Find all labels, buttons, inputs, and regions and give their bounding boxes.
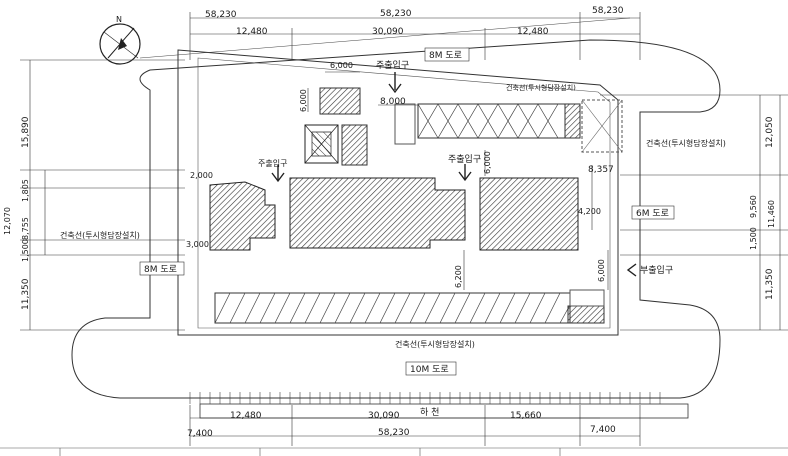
label-sub-entrance: 부출입구 xyxy=(640,264,673,276)
dim-top-total-center: 58,230 xyxy=(380,9,412,19)
road-label-right: 6M 도로 xyxy=(636,209,669,219)
dim-top-total-left: 58,230 xyxy=(205,10,237,20)
dim-inner-6000-right: 6,000 xyxy=(597,259,606,282)
river-band xyxy=(199,403,689,419)
dim-left-15890: 15,890 xyxy=(21,116,31,148)
dim-top-seg-mid: 30,090 xyxy=(372,27,404,37)
dim-right-1500: 1,500 xyxy=(749,227,758,250)
stair-core-pattern xyxy=(304,124,339,164)
site-inner-line xyxy=(197,57,611,329)
dim-bottom-total: 58,230 xyxy=(378,428,410,438)
dim-top-seg-left: 12,480 xyxy=(236,27,268,37)
entrance-arrow-left xyxy=(271,165,285,183)
svg-text:N: N xyxy=(116,15,122,24)
dim-left-11350: 11,350 xyxy=(21,278,31,310)
dim-left-12070: 12,070 xyxy=(3,207,12,235)
bottom-parking-row xyxy=(214,289,605,324)
dim-inner-3000: 3,000 xyxy=(186,240,209,249)
stair-core xyxy=(304,124,339,164)
dim-inner-4200: 4,200 xyxy=(578,207,601,216)
label-main-entrance-left: 주출입구 xyxy=(258,158,287,168)
elevator-core xyxy=(341,124,368,166)
north-leader-line xyxy=(139,17,631,59)
river-ticks xyxy=(189,392,661,404)
entrance-arrow-mid xyxy=(458,164,472,182)
dim-inner-6000-small: 6,000 xyxy=(483,151,492,174)
label-main-entrance-top: 주출입구 xyxy=(376,59,409,71)
main-building xyxy=(209,177,579,251)
site-boundary xyxy=(177,49,619,336)
label-setback-top: 건축선(투시형담장설치) xyxy=(506,83,576,92)
dim-right-9560: 9,560 xyxy=(749,195,758,218)
dim-left-8755: 8,755 xyxy=(21,217,30,240)
right-dimension-lines xyxy=(600,94,788,331)
road-label-left: 8M 도로 xyxy=(144,265,177,275)
dim-bottom-seg-right: 15,660 xyxy=(510,411,542,421)
label-setback-bottom: 건축선(투시형담장설치) xyxy=(395,339,475,349)
dim-top-seg-right: 12,480 xyxy=(517,27,549,37)
dim-top-total-right: 58,230 xyxy=(592,6,624,16)
river-label: 하 천 xyxy=(420,407,439,418)
label-setback-left: 건축선(투시형담장설치) xyxy=(60,230,140,240)
dim-inner-8357: 8,357 xyxy=(588,165,614,175)
road-label-right-box xyxy=(631,205,675,220)
dim-right-12050: 12,050 xyxy=(765,116,775,148)
road-outline xyxy=(71,39,721,399)
dim-bottom-seg-left: 12,480 xyxy=(230,411,262,421)
dim-bottom-edge-right: 7,400 xyxy=(590,425,616,435)
top-dimension-lines xyxy=(189,12,641,60)
entrance-arrow-sub xyxy=(626,263,637,277)
small-structure-top xyxy=(319,87,361,115)
title-block-lines xyxy=(0,447,788,456)
road-label-top: 8M 도로 xyxy=(429,51,462,61)
dim-inner-6200: 6,200 xyxy=(454,265,463,288)
dim-inner-6000-vert: 6,000 xyxy=(299,89,308,112)
dim-right-11460: 11,460 xyxy=(767,200,776,228)
label-setback-right: 건축선(투시형담장설치) xyxy=(646,138,726,148)
inner-dimension-lines xyxy=(307,71,609,290)
dim-bottom-seg-mid: 30,090 xyxy=(368,411,400,421)
dim-inner-2000: 2,000 xyxy=(190,171,213,180)
road-label-bottom: 10M 도로 xyxy=(410,365,449,375)
north-arrow-icon: N xyxy=(99,15,141,65)
road-label-top-box xyxy=(424,47,470,62)
road-label-left-box xyxy=(139,261,185,276)
road-label-bottom-box xyxy=(405,361,457,376)
dim-inner-6000-top: 6,000 xyxy=(330,61,353,70)
entrance-arrow-top xyxy=(388,72,402,94)
dim-inner-8000: 8,000 xyxy=(380,97,406,107)
label-main-entrance-mid: 주출입구 xyxy=(448,153,481,165)
dim-right-11350: 11,350 xyxy=(765,268,775,300)
dim-bottom-edge-left: 7,400 xyxy=(187,429,213,439)
left-dimension-lines xyxy=(20,59,185,331)
dim-left-1805: 1,805 xyxy=(21,179,30,202)
top-parking-area xyxy=(394,99,623,153)
dim-left-1500: 1,500 xyxy=(21,239,30,262)
